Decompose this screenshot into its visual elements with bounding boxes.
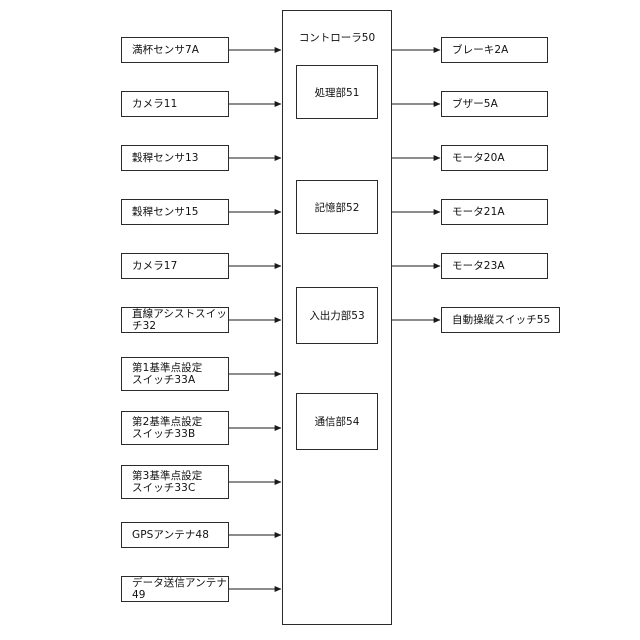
input-label: カメラ17 (132, 259, 178, 272)
input-box-gps-antenna-48[interactable]: GPSアンテナ48 (121, 522, 229, 548)
controller-unit-processing[interactable]: 処理部51 (296, 65, 378, 119)
unit-label: 記憶部52 (314, 201, 360, 214)
controller-unit-io[interactable]: 入出力部53 (296, 287, 378, 344)
input-label: 第1基準点設定 スイッチ33A (132, 361, 203, 386)
input-label: 満杯センサ7A (132, 43, 200, 56)
unit-label: 処理部51 (314, 86, 360, 99)
input-box-camera-11[interactable]: カメラ11 (121, 91, 229, 117)
output-box-motor-23a[interactable]: モータ23A (441, 253, 548, 279)
input-label: カメラ11 (132, 97, 178, 110)
output-box-motor-20a[interactable]: モータ20A (441, 145, 548, 171)
input-box-reference-point-switch-33a[interactable]: 第1基準点設定 スイッチ33A (121, 357, 229, 391)
output-box-auto-steer-switch-55[interactable]: 自動操縦スイッチ55 (441, 307, 560, 333)
input-box-data-transmission-antenna-49[interactable]: データ送信アンテナ49 (121, 576, 229, 602)
output-box-buzzer-5a[interactable]: ブザー5A (441, 91, 548, 117)
input-box-reference-point-switch-33b[interactable]: 第2基準点設定 スイッチ33B (121, 411, 229, 445)
input-box-camera-17[interactable]: カメラ17 (121, 253, 229, 279)
output-box-motor-21a[interactable]: モータ21A (441, 199, 548, 225)
input-box-full-tank-sensor[interactable]: 満杯センサ7A (121, 37, 229, 63)
output-label: モータ23A (452, 259, 505, 272)
input-box-reference-point-switch-33c[interactable]: 第3基準点設定 スイッチ33C (121, 465, 229, 499)
input-label: 第2基準点設定 スイッチ33B (132, 415, 203, 440)
controller-unit-communication[interactable]: 通信部54 (296, 393, 378, 450)
controller-title: コントローラ50 (298, 32, 376, 44)
controller-unit-memory[interactable]: 記憶部52 (296, 180, 378, 234)
input-label: 穀稈センサ13 (132, 151, 199, 164)
output-box-brake-2a[interactable]: ブレーキ2A (441, 37, 548, 63)
input-box-culm-sensor-13[interactable]: 穀稈センサ13 (121, 145, 229, 171)
unit-label: 入出力部53 (309, 310, 365, 322)
input-label: データ送信アンテナ49 (132, 576, 227, 601)
input-label: 穀稈センサ15 (132, 205, 199, 218)
unit-label: 通信部54 (314, 416, 360, 428)
output-label: モータ21A (452, 205, 505, 218)
output-label: ブレーキ2A (452, 43, 509, 56)
input-box-straight-assist-switch-32[interactable]: 直線アシストスイッチ32 (121, 307, 229, 333)
input-label: 直線アシストスイッチ32 (132, 307, 227, 332)
input-label: GPSアンテナ48 (132, 528, 209, 541)
input-label: 第3基準点設定 スイッチ33C (132, 469, 203, 494)
output-label: モータ20A (452, 151, 505, 164)
output-label: ブザー5A (452, 97, 498, 110)
output-label: 自動操縦スイッチ55 (452, 313, 551, 326)
input-box-culm-sensor-15[interactable]: 穀稈センサ15 (121, 199, 229, 225)
